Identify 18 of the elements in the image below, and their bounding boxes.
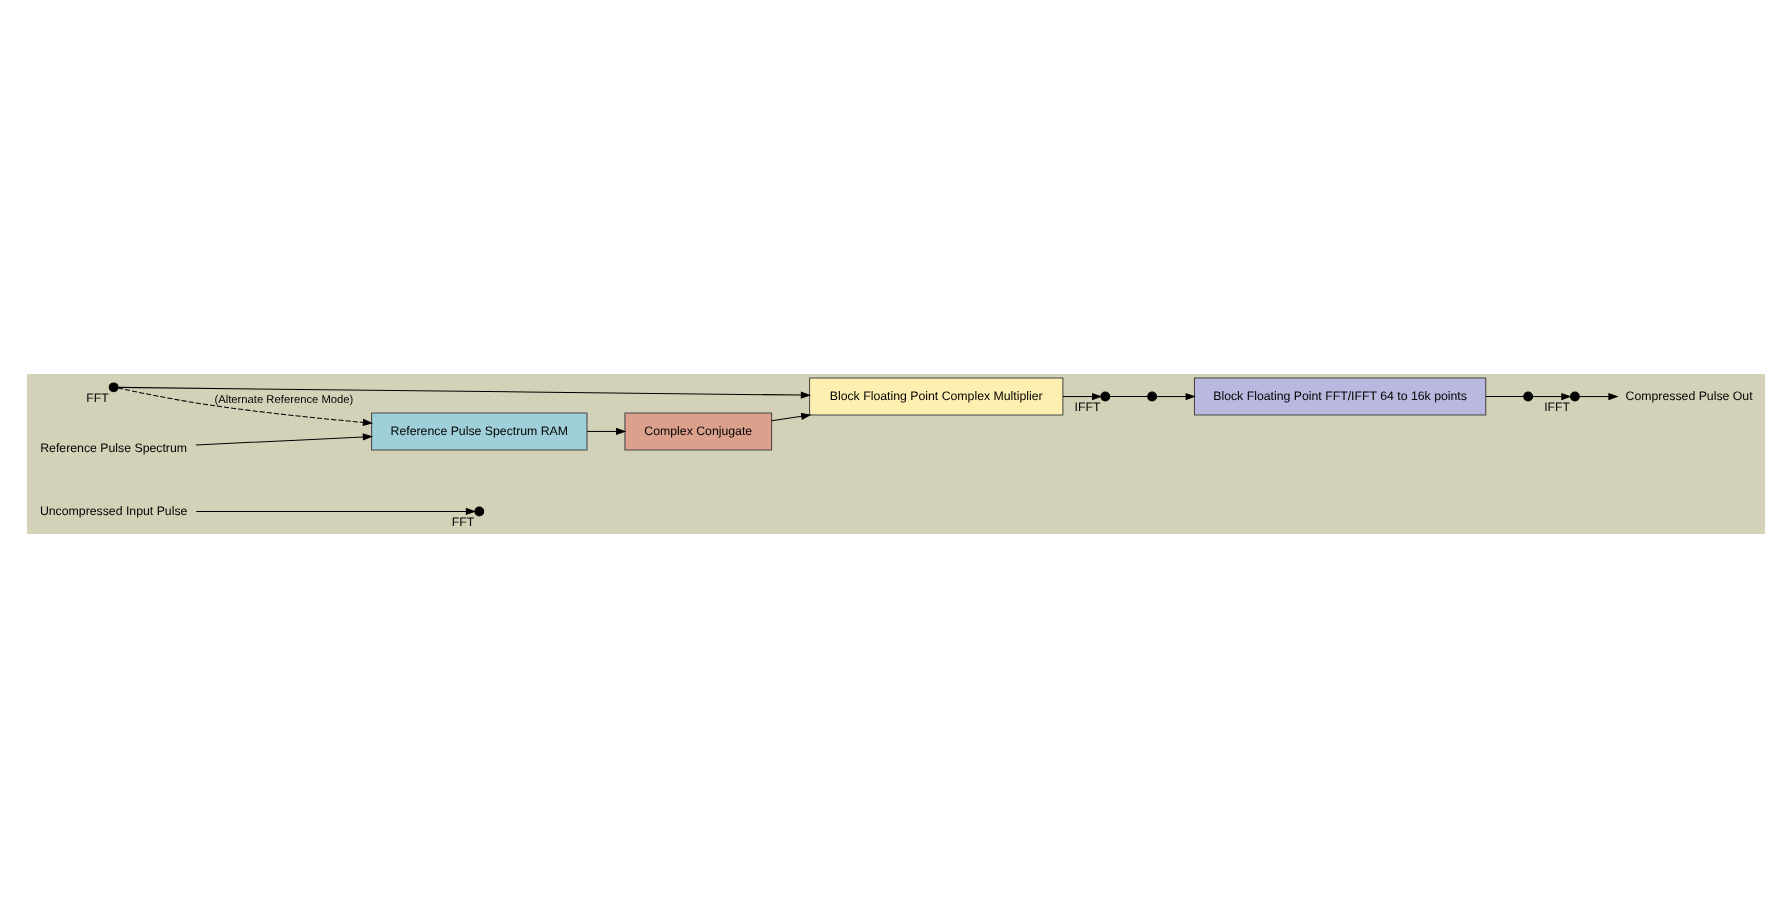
node-circle [1146,390,1157,401]
node-circle [107,381,118,392]
node-circle [1099,390,1110,401]
arrow [1061,391,1102,400]
arrow [194,506,476,515]
arrow [1155,391,1195,400]
connector [1484,395,1524,397]
arrow [770,411,811,421]
node-circle [473,505,484,516]
node-circle [1569,390,1579,401]
arrow [1531,391,1571,400]
arrow [116,386,373,425]
connector [1108,395,1147,397]
arrow [116,385,811,398]
arrow [194,432,373,445]
arrow [1578,391,1618,400]
node-circle [1522,390,1533,401]
arrow [585,426,626,435]
